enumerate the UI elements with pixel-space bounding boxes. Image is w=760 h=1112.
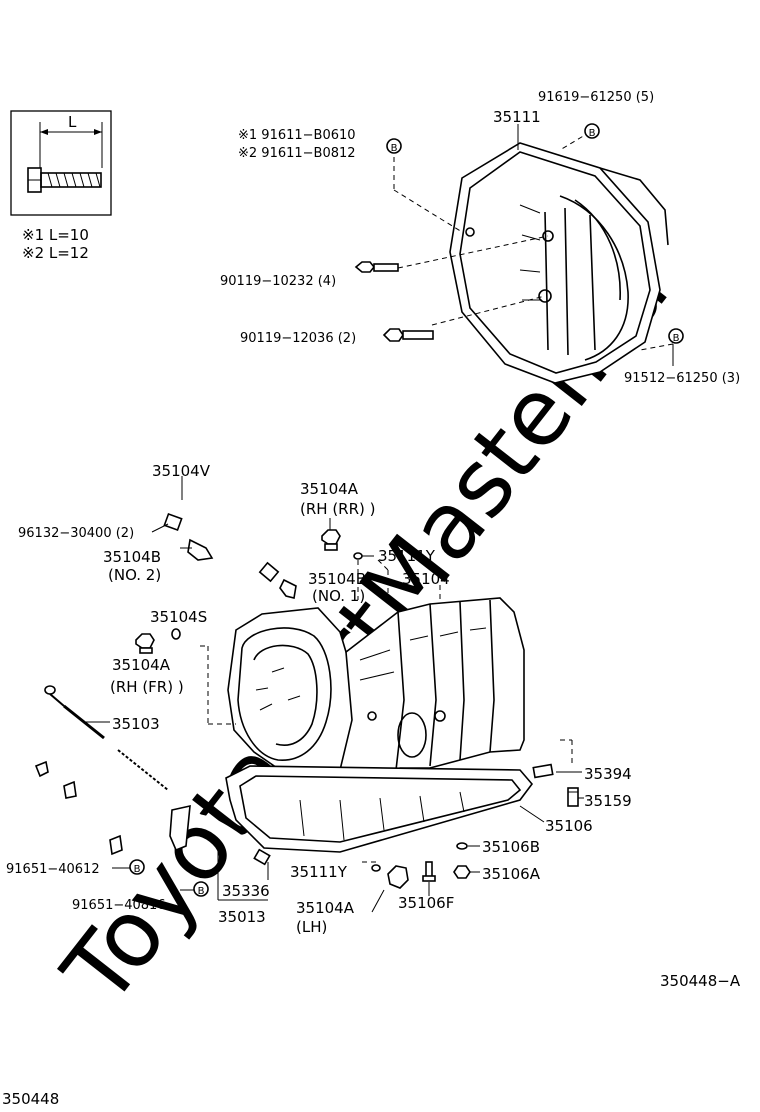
part-35104b-no2: 35104B [103,548,161,566]
part-35104b-no1: 35104B [308,570,366,588]
part-90119-12036: 90119−12036 (2) [240,331,356,346]
dipstick [44,685,169,791]
bolt-35106a [453,865,471,879]
transmission-case-housing [449,142,669,384]
part-35103: 35103 [112,715,160,733]
svg-text:B: B [134,864,141,875]
part-35104a-fr: 35104A [112,656,171,674]
part-90119-10232: 90119−10232 (4) [220,274,336,289]
svg-text:B: B [673,333,680,344]
part-35104a-lh-note: (LH) [296,918,327,936]
drain-plug [387,865,409,889]
o-ring-35104s [171,628,181,640]
transmission-assembly [227,597,525,785]
part-35104a-rr-note: (RH (RR) ) [300,500,376,518]
plug-rh-fr [135,633,155,654]
b-marker-icon: B [584,123,600,139]
b-marker-icon: B [193,881,209,897]
svg-text:B: B [198,886,205,897]
part-35111y-bottom: 35111Y [290,863,348,881]
part-35104a-fr-note: (RH (FR) ) [110,678,184,696]
oil-filler-tube [34,760,271,866]
part-35104a-rr: 35104A [300,480,359,498]
length-variant-1: ※1 L=10 [22,226,89,244]
diagram-code: 350448−A [660,972,741,990]
part-35111: 35111 [493,108,541,126]
part-96132-30400: 96132−30400 (2) [18,526,134,541]
part-35111y-top: 35111Y [378,547,436,565]
part-91619-61250: 91619−61250 (5) [538,90,654,105]
svg-text:B: B [391,143,398,154]
part-35013: 35013 [218,908,266,926]
part-91651-40816: 91651−40816 [72,898,166,913]
part-35104v: 35104V [152,462,211,480]
part-91611-b0610: ※1 91611−B0610 [238,128,356,143]
part-35106b: 35106B [482,838,540,856]
bolt-length-inset: L ※1 L=10 ※2 L=12 [10,110,112,262]
bolt-35106f [422,861,436,882]
sensor-35394 [532,763,554,779]
part-35394: 35394 [584,765,632,783]
bolt-90119-10232 [354,261,399,273]
b-marker-icon: B [386,138,402,154]
bolt-icon [27,167,102,193]
b-marker-icon: B [668,328,684,344]
part-35159: 35159 [584,792,632,810]
part-91651-40612: 91651−40612 [6,862,100,877]
svg-text:B: B [589,128,596,139]
part-91611-b0812: ※2 91611−B0812 [238,146,356,161]
filter-35159 [567,787,579,807]
page-code: 350448 [2,1090,59,1108]
bolt-90119-12036 [382,328,434,342]
breather-hose [137,490,297,599]
dimension-l-label: L [68,113,77,131]
part-35106f: 35106F [398,894,454,912]
part-35104s: 35104S [150,608,207,626]
gasket-35106b [456,842,468,850]
part-35336: 35336 [222,882,270,900]
oil-pan [225,765,534,853]
length-variant-2: ※2 L=12 [22,244,89,262]
b-marker-icon: B [129,859,145,875]
part-35104: 35104 [402,570,450,588]
part-35106: 35106 [545,817,593,835]
part-35104a-lh: 35104A [296,899,355,917]
plug-rh-rr [321,529,341,551]
part-35106a: 35106A [482,865,541,883]
part-35104b-no2-note: (NO. 2) [108,566,161,584]
o-ring-35111y-bottom [371,864,381,872]
part-91512-61250: 91512−61250 (3) [624,371,740,386]
part-35104b-no1-note: (NO. 1) [312,587,365,605]
